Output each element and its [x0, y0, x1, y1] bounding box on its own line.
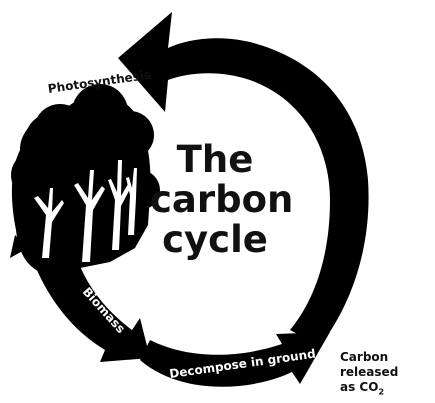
- title-line-1: The: [176, 138, 254, 181]
- carbon-released-subscript: 2: [378, 387, 385, 397]
- carbon-released-label: Carbon released as CO2: [340, 350, 435, 399]
- carbon-released-line-1: Carbon released: [340, 350, 399, 379]
- carbon-released-line-2: as CO2: [340, 380, 385, 397]
- atmospheric-arrow: [118, 12, 369, 346]
- title-line-2: carbon: [150, 178, 294, 221]
- title-line-3: cycle: [162, 218, 268, 261]
- biomass-arrow: [36, 266, 150, 362]
- trees-illustration: [10, 84, 160, 275]
- decompose-arrow: [140, 332, 330, 387]
- diagram-title: The carbon cycle: [150, 138, 294, 261]
